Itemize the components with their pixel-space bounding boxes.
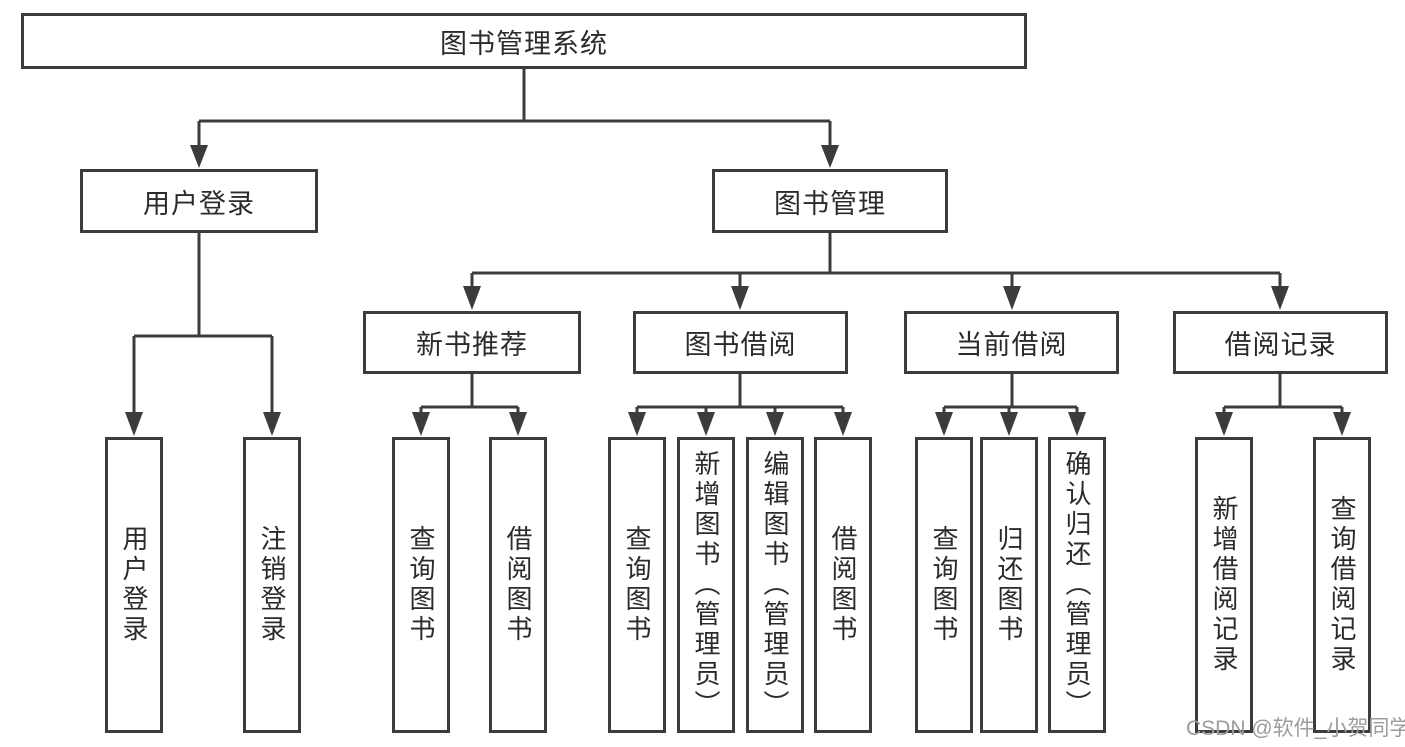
leaf-add-book-admin-label: 新增图书（管理员） (691, 450, 721, 720)
node-borrow-records-label: 借阅记录 (1224, 330, 1337, 360)
leaf-search-borrow-record: 查询借阅记录 (1313, 437, 1371, 733)
watermark-text: CSDN @软件_小贺同学 (1186, 717, 1405, 740)
leaf-logout-label: 注销登录 (257, 525, 287, 645)
node-user-login-label: 用户登录 (143, 188, 255, 219)
leaf-return-book: 归还图书 (980, 437, 1038, 733)
leaf-return-book-label: 归还图书 (994, 525, 1024, 645)
connector-current-borrow-to-leaves (935, 374, 1086, 436)
node-book-management: 图书管理 (712, 169, 948, 233)
connector-borrow-records-to-leaves (1215, 374, 1351, 436)
leaf-confirm-return-admin: 确认归还（管理员） (1048, 437, 1106, 733)
leaf-borrow-books-1-label: 借阅图书 (503, 525, 533, 645)
leaf-search-books-1-label: 查询图书 (406, 525, 436, 645)
node-book-management-label: 图书管理 (774, 188, 886, 219)
node-root-label: 图书管理系统 (440, 28, 608, 59)
node-root: 图书管理系统 (21, 13, 1027, 69)
leaf-search-books-3: 查询图书 (915, 437, 973, 733)
leaf-search-borrow-record-label: 查询借阅记录 (1327, 495, 1357, 675)
leaf-add-borrow-record-label: 新增借阅记录 (1209, 495, 1239, 675)
leaf-search-books-2-label: 查询图书 (622, 525, 652, 645)
connector-new-book-recommend-to-leaves (412, 374, 527, 436)
node-user-login: 用户登录 (80, 169, 318, 233)
leaf-user-login-label: 用户登录 (119, 525, 149, 645)
leaf-edit-book-admin: 编辑图书（管理员） (746, 437, 804, 733)
leaf-edit-book-admin-label: 编辑图书（管理员） (760, 450, 790, 720)
connector-book-management-to-level3 (463, 232, 1289, 310)
leaf-confirm-return-admin-label: 确认归还（管理员） (1062, 450, 1092, 720)
connector-root-to-level2 (190, 68, 839, 168)
node-new-book-recommend: 新书推荐 (363, 311, 581, 374)
leaf-search-books-1: 查询图书 (392, 437, 450, 733)
connector-user-login-to-leaves (125, 232, 281, 436)
node-borrow-records: 借阅记录 (1173, 311, 1388, 374)
node-current-borrow: 当前借阅 (904, 311, 1119, 374)
leaf-add-book-admin: 新增图书（管理员） (677, 437, 735, 733)
node-new-book-recommend-label: 新书推荐 (416, 330, 528, 360)
leaf-search-books-2: 查询图书 (608, 437, 666, 733)
leaf-borrow-books-2: 借阅图书 (814, 437, 872, 733)
leaf-borrow-books-2-label: 借阅图书 (828, 525, 858, 645)
leaf-user-login: 用户登录 (105, 437, 163, 733)
node-current-borrow-label: 当前借阅 (955, 330, 1068, 360)
leaf-logout: 注销登录 (243, 437, 301, 733)
leaf-borrow-books-1: 借阅图书 (489, 437, 547, 733)
connector-book-borrow-to-leaves (628, 374, 852, 436)
leaf-add-borrow-record: 新增借阅记录 (1195, 437, 1253, 733)
node-book-borrow: 图书借阅 (633, 311, 848, 374)
leaf-search-books-3-label: 查询图书 (929, 525, 959, 645)
node-book-borrow-label: 图书借阅 (684, 330, 797, 360)
